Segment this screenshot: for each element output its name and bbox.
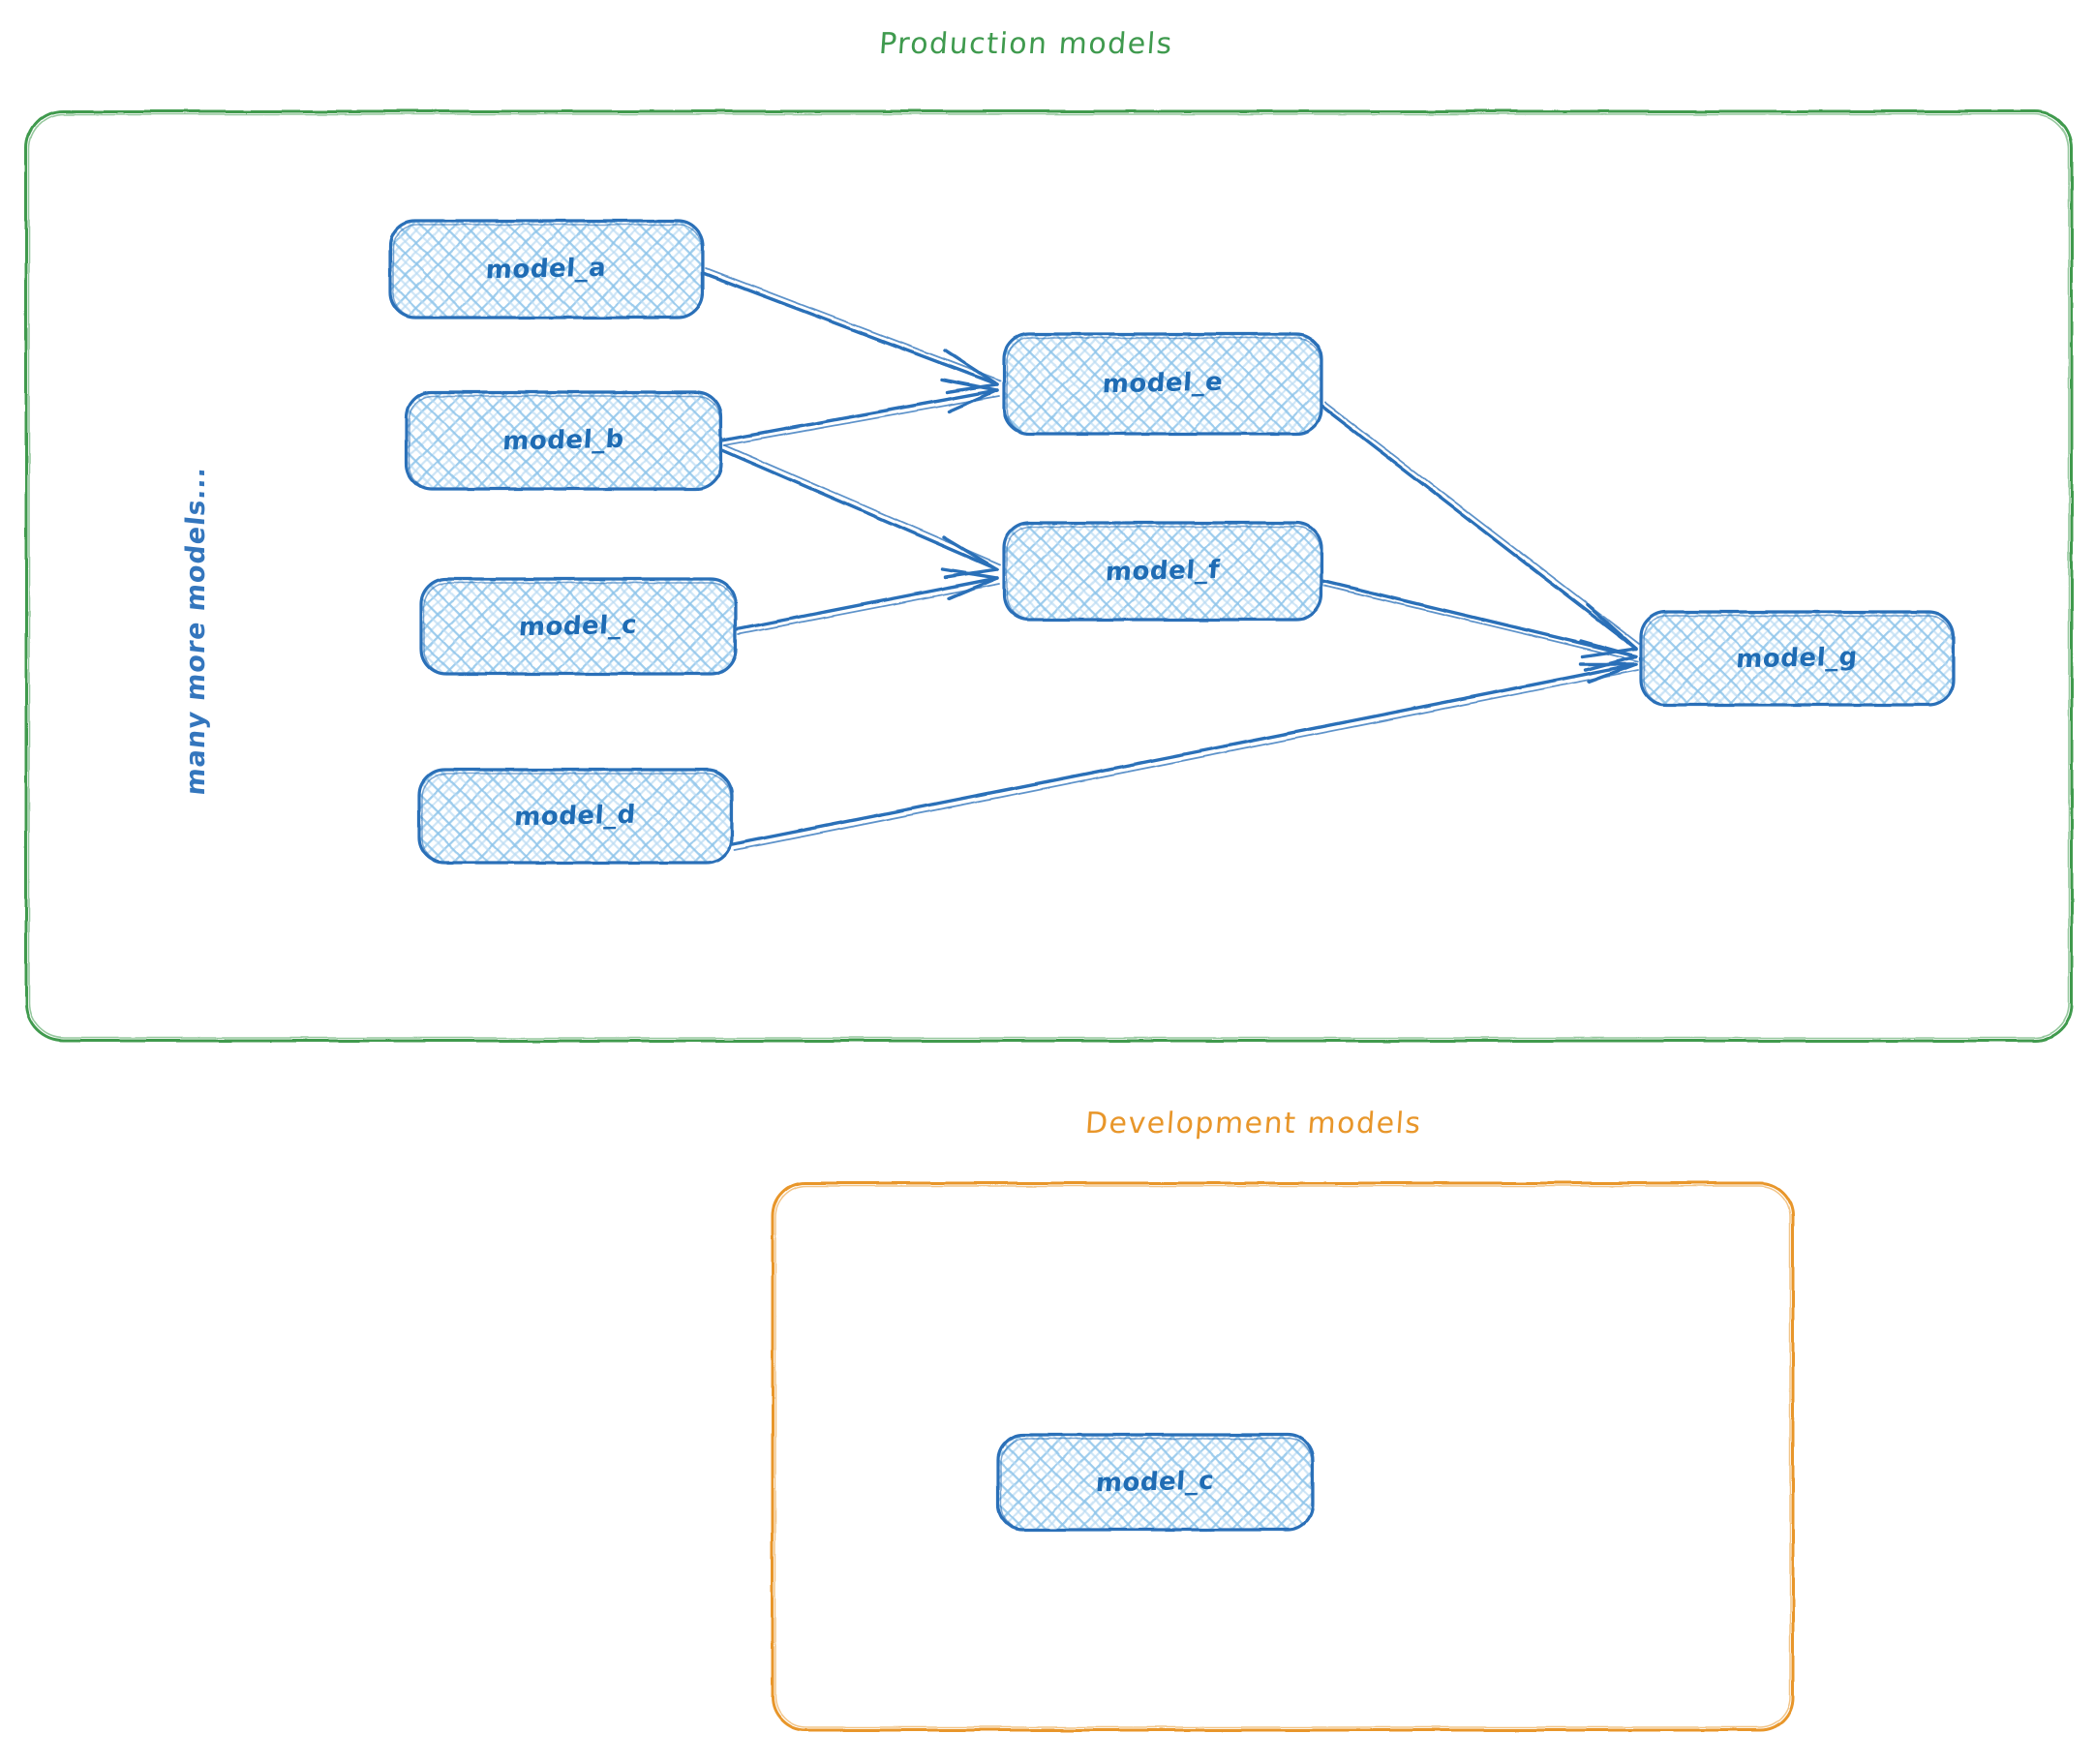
- group-development: [771, 1181, 1795, 1732]
- node-model-e[interactable]: [1002, 332, 1323, 436]
- node-model-d[interactable]: [417, 768, 734, 865]
- node-model-d-box-sketch: [421, 773, 732, 864]
- node-model-g-box-sketch: [1643, 615, 1954, 706]
- production-group-border-sketch: [28, 113, 2070, 1039]
- node-model-c-label: model_c: [517, 610, 639, 643]
- edge-model-b-to-model-e: [720, 378, 1000, 446]
- node-model-g[interactable]: [1639, 610, 1956, 707]
- node-model-b[interactable]: [405, 390, 723, 491]
- group-production: [24, 109, 2074, 1043]
- production-group-border: [24, 109, 2074, 1043]
- node-model-a-label: model_a: [484, 253, 608, 286]
- development-group-border: [771, 1181, 1795, 1732]
- node-model-f[interactable]: [1002, 521, 1323, 622]
- edge-model-d-to-model-g: [731, 662, 1639, 851]
- node-model-f-box-sketch: [1006, 526, 1321, 621]
- production-group-label: Production models: [877, 27, 1174, 61]
- node-model-c-dev[interactable]: [996, 1433, 1315, 1532]
- development-group-label: Development models: [1083, 1107, 1423, 1141]
- node-model-c-dev-box-sketch: [1000, 1438, 1313, 1531]
- node-model-c-dev-label: model_c: [1094, 1466, 1216, 1499]
- nodes-layer: [388, 219, 1956, 1532]
- node-model-f-label: model_f: [1104, 555, 1222, 588]
- node-model-e-label: model_e: [1101, 367, 1225, 400]
- node-model-e-box-sketch: [1006, 337, 1321, 435]
- node-model-c[interactable]: [419, 577, 738, 676]
- many-more-models-note: many more models...: [181, 465, 211, 797]
- edge-model-e-to-model-g: [1321, 402, 1640, 658]
- edge-model-b-to-model-f: [720, 444, 1001, 579]
- node-model-b-box-sketch: [409, 395, 721, 490]
- node-model-b-label: model_b: [501, 424, 625, 457]
- node-model-d-label: model_d: [513, 800, 637, 833]
- edge-model-c-to-model-f: [735, 567, 1000, 635]
- node-model-g-label: model_g: [1735, 642, 1859, 675]
- edge-model-a-to-model-e: [701, 267, 1001, 394]
- node-model-a[interactable]: [388, 219, 705, 319]
- development-group-border-sketch: [774, 1185, 1791, 1728]
- node-model-c-box-sketch: [423, 582, 736, 675]
- node-model-a-box-sketch: [392, 224, 703, 319]
- edges-layer: [701, 267, 1640, 851]
